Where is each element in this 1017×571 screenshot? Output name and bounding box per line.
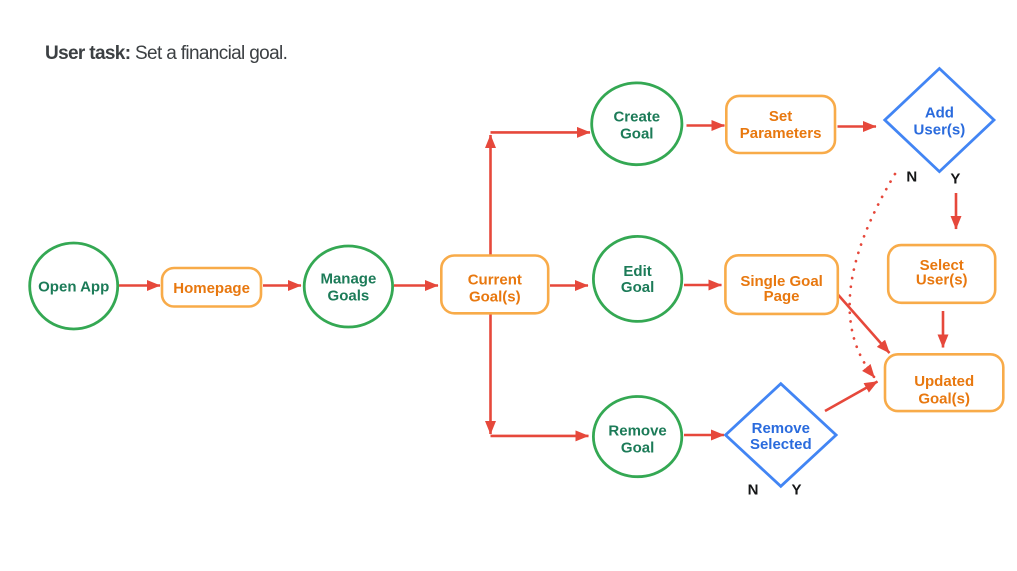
svg-text:Goals: Goals bbox=[328, 288, 370, 305]
svg-text:Y: Y bbox=[791, 481, 801, 498]
svg-text:N: N bbox=[748, 481, 759, 498]
svg-text:Create: Create bbox=[613, 109, 660, 126]
svg-text:Goal: Goal bbox=[621, 440, 654, 457]
svg-text:Goal: Goal bbox=[620, 126, 653, 143]
svg-text:Y: Y bbox=[950, 170, 960, 187]
svg-text:User(s): User(s) bbox=[914, 121, 966, 138]
svg-text:Select: Select bbox=[920, 257, 964, 274]
svg-text:Homepage: Homepage bbox=[173, 280, 250, 297]
svg-text:N: N bbox=[906, 169, 917, 186]
svg-text:Parameters: Parameters bbox=[740, 125, 822, 142]
svg-text:Goal(s): Goal(s) bbox=[918, 391, 970, 408]
svg-text:Edit: Edit bbox=[623, 263, 651, 280]
svg-text:Single Goal: Single Goal bbox=[740, 273, 823, 290]
svg-text:Remove: Remove bbox=[752, 420, 810, 437]
svg-text:Current: Current bbox=[468, 272, 522, 289]
svg-text:Page: Page bbox=[764, 288, 800, 305]
svg-text:User task: Set a financial goa: User task: Set a financial goal. bbox=[45, 43, 287, 64]
svg-text:Remove: Remove bbox=[608, 422, 666, 439]
svg-text:Selected: Selected bbox=[750, 436, 812, 453]
svg-text:Manage: Manage bbox=[320, 271, 376, 288]
svg-text:Open App: Open App bbox=[38, 278, 109, 295]
svg-text:User(s): User(s) bbox=[916, 272, 968, 289]
svg-text:Add: Add bbox=[925, 104, 954, 121]
svg-text:Set: Set bbox=[769, 108, 792, 125]
svg-text:Goal(s): Goal(s) bbox=[469, 289, 521, 306]
svg-text:Goal: Goal bbox=[621, 279, 654, 296]
svg-text:Updated: Updated bbox=[914, 373, 974, 390]
